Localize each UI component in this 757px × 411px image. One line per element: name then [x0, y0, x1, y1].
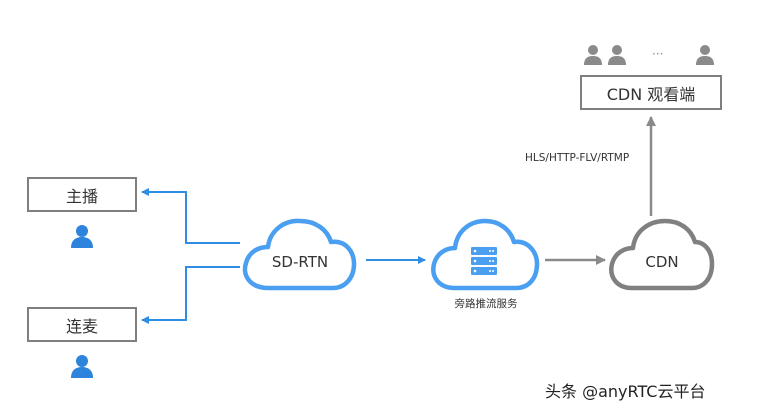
sdrtn-cloud-icon — [242, 218, 357, 291]
viewers-ellipsis: ··· — [652, 47, 664, 61]
host-user-icon — [71, 225, 93, 248]
viewer-user-icon — [608, 45, 626, 65]
colink-label: 连麦 — [65, 316, 98, 336]
viewer-user-icon — [696, 45, 714, 65]
host-box: 主播 — [27, 177, 137, 212]
edge-sdrtn-to-colink — [141, 266, 240, 324]
bypass-label: 旁路推流服务 — [454, 298, 518, 310]
watermark: 头条 @anyRTC云平台 — [545, 382, 706, 401]
cdn-label: CDN — [645, 253, 679, 271]
colink-box: 连麦 — [27, 307, 137, 342]
protocol-label: HLS/HTTP-FLV/RTMP — [525, 152, 630, 164]
viewers-box: CDN 观看端 — [580, 75, 722, 110]
edge-sdrtn-to-host — [141, 188, 240, 244]
host-label: 主播 — [65, 186, 98, 206]
cdn-cloud-icon — [609, 218, 715, 291]
viewers-label: CDN 观看端 — [606, 84, 696, 104]
server-icon — [471, 247, 497, 275]
sdrtn-label: SD-RTN — [271, 253, 329, 271]
colink-user-icon — [71, 355, 93, 378]
viewer-user-icon — [584, 45, 602, 65]
